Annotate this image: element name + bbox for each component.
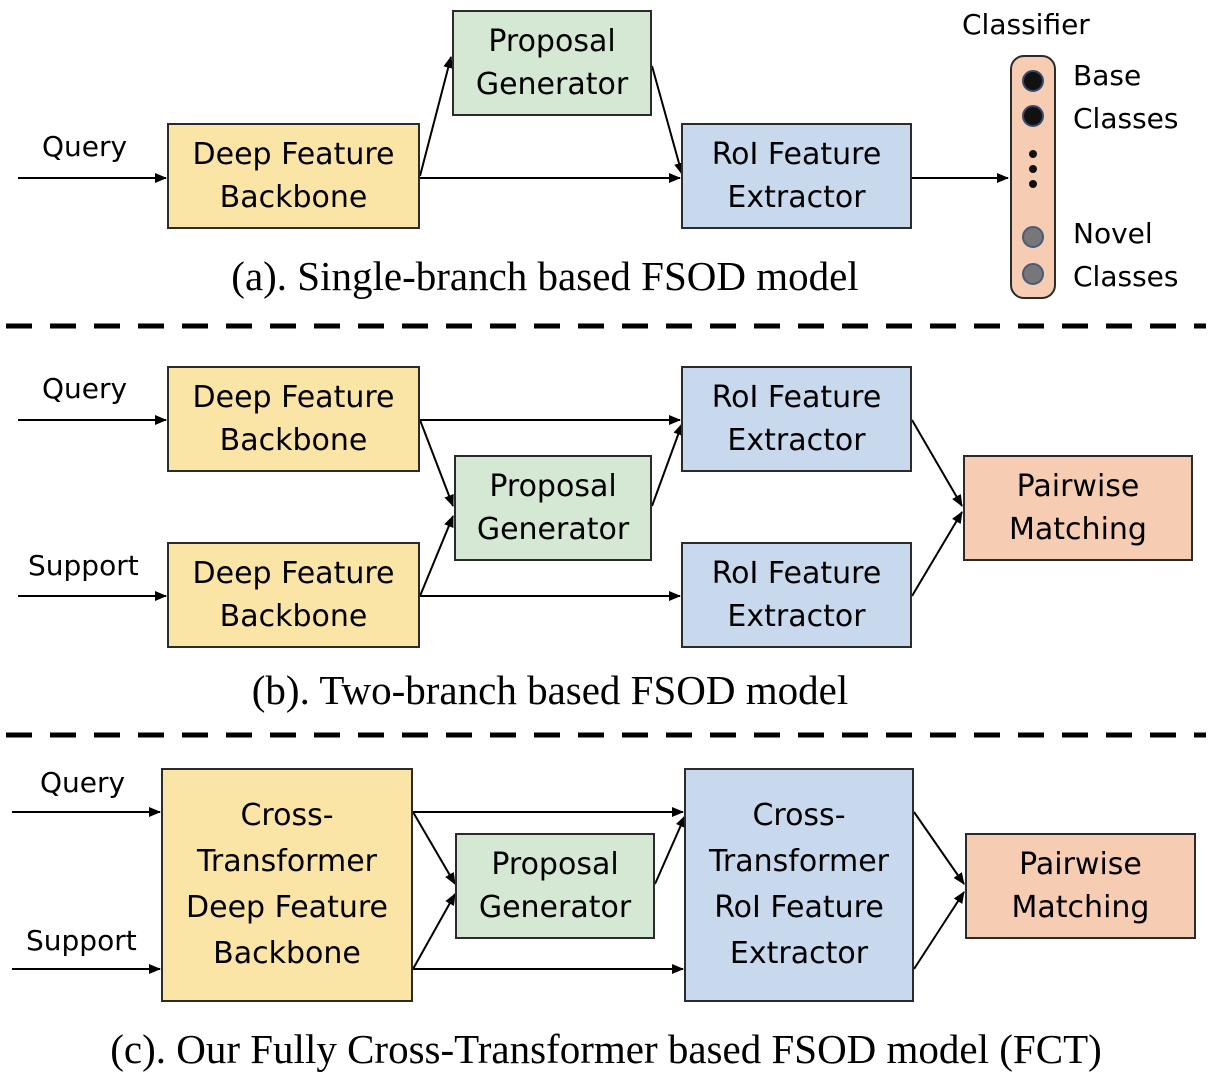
pairwise-matching-b: Pairwise Matching <box>963 455 1193 561</box>
ellipsis-dot-3 <box>1029 180 1037 188</box>
arrow-backbone-bottom-to-proposal-c <box>412 893 456 970</box>
ellipsis-dot-1 <box>1029 150 1037 158</box>
novel-class-dot-2 <box>1022 263 1044 285</box>
cross-transformer-roi-extractor-c-label: Cross- Transformer RoI Feature Extractor <box>708 798 889 971</box>
roi-feature-extractor-support-b: RoI Feature Extractor <box>681 542 912 648</box>
pairwise-matching-b-label: Pairwise Matching <box>1009 469 1147 547</box>
novel-class-dot-1 <box>1022 226 1044 248</box>
arrow-proposal-to-roi-q-b <box>651 423 683 507</box>
pairwise-matching-c-label: Pairwise Matching <box>1011 847 1150 925</box>
query-label-a: Query <box>42 130 128 163</box>
deep-feature-backbone-a-label: Deep Feature Backbone <box>192 137 395 215</box>
classifier-bar <box>1010 55 1056 299</box>
arrow-roi-q-to-matching-b <box>911 419 963 507</box>
caption-a: (a). Single-branch based FSOD model <box>231 253 859 299</box>
roi-feature-extractor-a-label: RoI Feature Extractor <box>711 137 882 215</box>
classifier-title: Classifier <box>962 8 1090 41</box>
caption-b: (b). Two-branch based FSOD model <box>251 667 849 713</box>
deep-feature-backbone-a: Deep Feature Backbone <box>167 123 420 229</box>
deep-feature-backbone-support-b-label: Deep Feature Backbone <box>192 556 395 634</box>
base-class-dot-1 <box>1022 70 1044 92</box>
cross-transformer-roi-extractor-c: Cross- Transformer RoI Feature Extractor <box>684 768 914 1002</box>
ellipsis-dot-2 <box>1029 165 1037 173</box>
query-label-c: Query <box>40 766 126 799</box>
roi-feature-extractor-query-b-label: RoI Feature Extractor <box>711 380 882 458</box>
cross-transformer-backbone-c-label: Cross- Transformer Deep Feature Backbone <box>186 798 388 971</box>
proposal-generator-c: Proposal Generator <box>455 833 655 939</box>
cross-transformer-backbone-c: Cross- Transformer Deep Feature Backbone <box>161 768 413 1002</box>
support-label-c: Support <box>26 924 137 957</box>
arrow-roi-s-to-matching-b <box>911 511 963 597</box>
proposal-generator-b: Proposal Generator <box>454 455 652 561</box>
arrow-backbone-q-to-proposal-b <box>419 419 454 507</box>
proposal-generator-a: Proposal Generator <box>452 10 652 116</box>
arrow-backbone-top-to-proposal-c <box>412 811 456 885</box>
arrow-proposal-to-roi-c <box>654 815 686 885</box>
arrow-roi-bottom-to-matching-c <box>913 891 965 970</box>
proposal-generator-c-label: Proposal Generator <box>478 847 632 925</box>
proposal-generator-a-label: Proposal Generator <box>475 24 629 102</box>
deep-feature-backbone-query-b: Deep Feature Backbone <box>167 366 420 472</box>
caption-c: (c). Our Fully Cross-Transformer based F… <box>110 1026 1102 1072</box>
arrow-roi-top-to-matching-c <box>913 811 965 885</box>
roi-feature-extractor-query-b: RoI Feature Extractor <box>681 366 912 472</box>
roi-feature-extractor-a: RoI Feature Extractor <box>681 123 912 229</box>
support-label-b: Support <box>28 549 139 582</box>
deep-feature-backbone-support-b: Deep Feature Backbone <box>167 542 420 648</box>
roi-feature-extractor-support-b-label: RoI Feature Extractor <box>711 556 882 634</box>
arrow-backbone-s-to-proposal-b <box>419 515 454 597</box>
pairwise-matching-c: Pairwise Matching <box>965 833 1196 939</box>
proposal-generator-b-label: Proposal Generator <box>476 469 630 547</box>
arrow-proposal-to-roi-a <box>651 65 684 175</box>
query-label-b: Query <box>42 372 128 405</box>
base-class-dot-2 <box>1022 105 1044 127</box>
deep-feature-backbone-query-b-label: Deep Feature Backbone <box>192 380 395 458</box>
arrow-backbone-to-proposal-a <box>419 56 454 177</box>
base-classes-label: Base Classes <box>1073 59 1179 135</box>
novel-classes-label: Novel Classes <box>1073 217 1179 293</box>
